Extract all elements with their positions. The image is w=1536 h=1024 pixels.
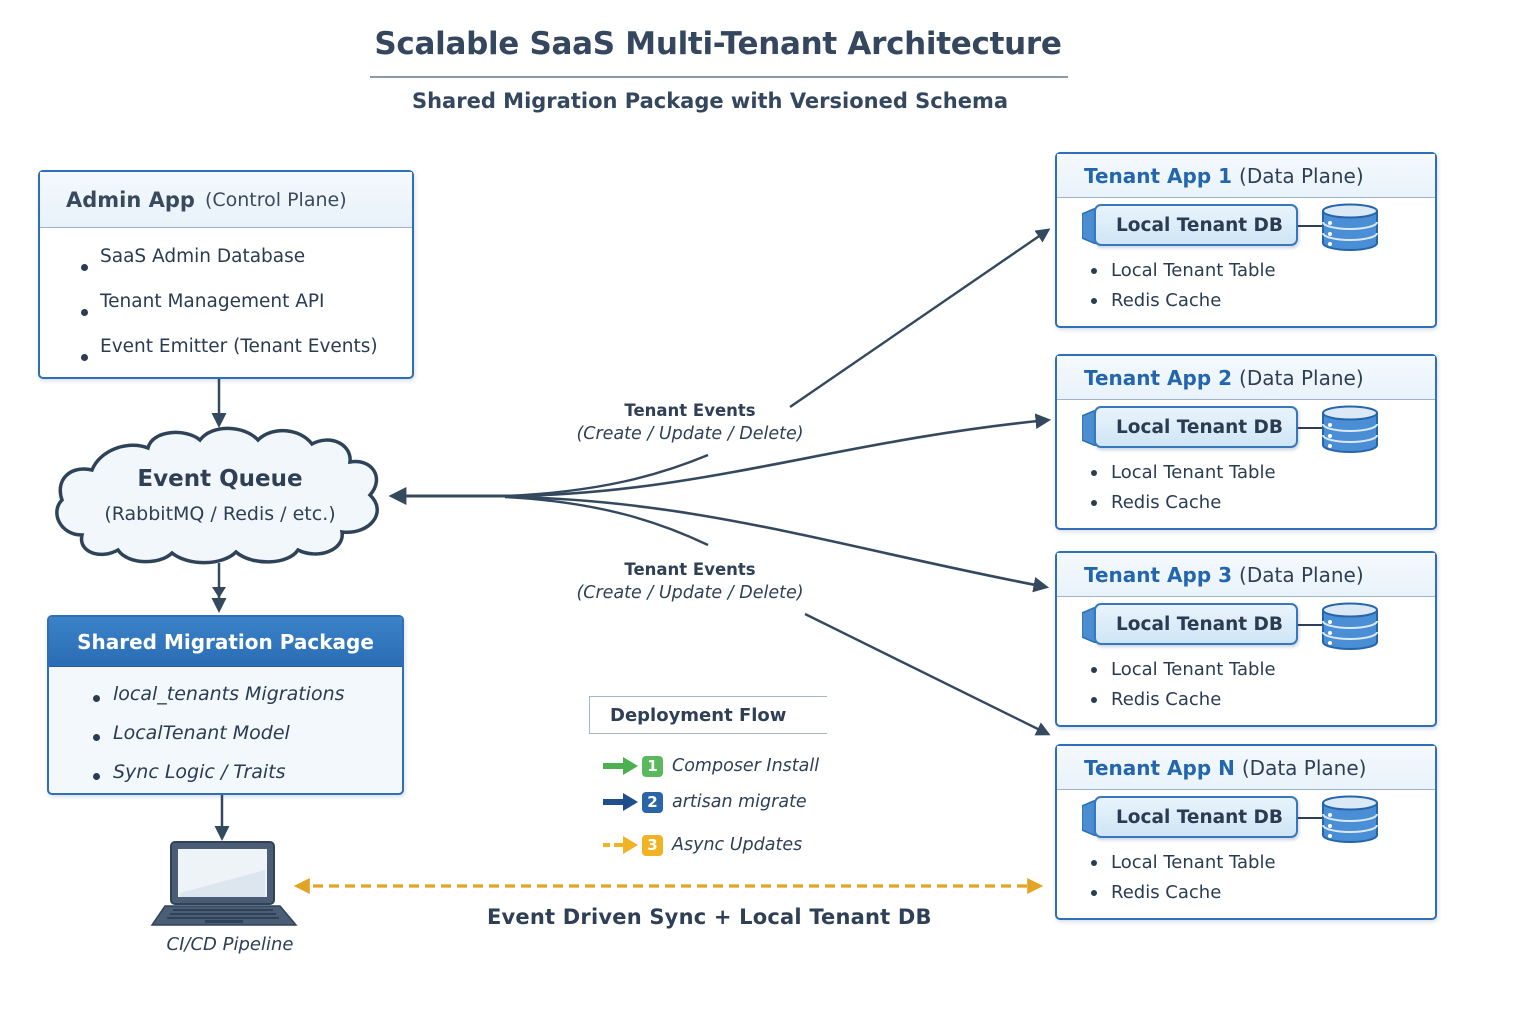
shared-package-list: local_tenants Migrations LocalTenant Mod… [49,667,402,793]
list-item: Redis Cache [1057,878,1435,908]
page-subtitle: Shared Migration Package with Versioned … [411,89,1009,113]
event-label-title: Tenant Events [624,560,756,579]
tenant-events-label-lower: Tenant Events (Create / Update / Delete) [560,560,820,603]
tenant-events-label-upper: Tenant Events (Create / Update / Delete) [560,401,820,444]
event-queue-title: Event Queue [137,466,303,492]
step-badge: 1 [642,755,663,777]
tenant-role: (Data Plane) [1241,755,1367,780]
tenant-role: (Data Plane) [1239,562,1364,587]
tenant-role: (Data Plane) [1239,163,1364,188]
tenant-header: Tenant App N (Data Plane) [1057,746,1435,790]
db-pill-side-icon [1082,208,1096,244]
step-label: artisan migrate [672,792,807,812]
tenant-name: Tenant App 2 [1084,365,1233,390]
tenant-list: Local Tenant Table Redis Cache [1057,458,1435,518]
branch-upper [504,453,709,498]
blue-arrow-icon [603,793,638,811]
list-item: local_tenants Migrations [49,678,402,717]
local-tenant-db-label: Local Tenant DB [1094,603,1298,645]
db-connector [1298,817,1322,819]
green-arrow-icon [603,757,638,775]
page-title: Scalable SaaS Multi-Tenant Architecture [374,26,1062,62]
legend-step-2: 2 artisan migrate [603,789,807,815]
db-connector [1298,427,1322,429]
admin-app-title: Admin App [66,187,195,212]
admin-app-role: (Control Plane) [204,188,347,211]
arrow-to-tenant-n [804,612,1051,736]
list-item: Local Tenant Table [1057,458,1435,488]
dashed-yellow-arrow-icon [603,836,638,854]
tenant-app-1-box: Tenant App 1 (Data Plane) Local Tenant D… [1055,152,1437,328]
db-connector [1298,624,1322,626]
list-item: Tenant Management API [40,289,412,334]
tenant-name: Tenant App N [1084,755,1235,780]
shared-package-title: Shared Migration Package [49,617,402,667]
list-item: Redis Cache [1057,286,1435,316]
deployment-flow-title: Deployment Flow [610,704,787,726]
tenant-app-3-box: Tenant App 3 (Data Plane) Local Tenant D… [1055,551,1437,727]
tenant-list: Local Tenant Table Redis Cache [1057,848,1435,908]
list-item: Event Emitter (Tenant Events) [40,334,412,379]
database-icon [1322,602,1378,650]
step-badge: 2 [642,791,663,813]
tenant-header: Tenant App 2 (Data Plane) [1057,356,1435,400]
step-label: Async Updates [672,835,803,855]
list-item: Local Tenant Table [1057,655,1435,685]
db-row: Local Tenant DB [1057,400,1435,458]
list-item: Redis Cache [1057,488,1435,518]
tenant-app-n-box: Tenant App N (Data Plane) Local Tenant D… [1055,744,1437,920]
tenant-header: Tenant App 1 (Data Plane) [1057,154,1435,198]
admin-app-header: Admin App (Control Plane) [40,172,412,228]
deployment-flow-header: Deployment Flow [589,696,827,734]
event-label-detail: (Create / Update / Delete) [576,583,804,603]
branch-lower [504,495,709,547]
list-item: Local Tenant Table [1057,848,1435,878]
tenant-role: (Data Plane) [1239,365,1364,390]
event-label-detail: (Create / Update / Delete) [576,424,804,444]
tenant-header: Tenant App 3 (Data Plane) [1057,553,1435,597]
cicd-label: CI/CD Pipeline [166,934,294,955]
list-item: LocalTenant Model [49,717,402,756]
sync-label: Event Driven Sync + Local Tenant DB [487,905,932,929]
admin-app-box: Admin App (Control Plane) SaaS Admin Dat… [38,170,414,379]
arrow-to-tenant-1 [789,228,1051,408]
db-row: Local Tenant DB [1057,198,1435,256]
db-pill-side-icon [1082,410,1096,446]
legend-step-3: 3 Async Updates [603,832,802,858]
list-item: Local Tenant Table [1057,256,1435,286]
title-divider [370,76,1068,78]
admin-app-list: SaaS Admin Database Tenant Management AP… [40,228,412,379]
event-queue-cloud [55,426,379,565]
database-icon [1322,203,1378,251]
legend-step-1: 1 Composer Install [603,753,819,779]
event-label-title: Tenant Events [624,401,756,420]
db-pill-side-icon [1082,607,1096,643]
db-row: Local Tenant DB [1057,597,1435,655]
tenant-list: Local Tenant Table Redis Cache [1057,256,1435,316]
tenant-name: Tenant App 1 [1084,163,1233,188]
db-row: Local Tenant DB [1057,790,1435,848]
tenant-list: Local Tenant Table Redis Cache [1057,655,1435,715]
database-icon [1322,795,1378,843]
db-connector [1298,225,1322,227]
database-icon [1322,405,1378,453]
step-badge: 3 [642,834,663,856]
tenant-name: Tenant App 3 [1084,562,1233,587]
list-item: SaaS Admin Database [40,244,412,289]
list-item: Redis Cache [1057,685,1435,715]
event-queue-subtitle: (RabbitMQ / Redis / etc.) [104,503,336,525]
arrow-head-secondary [212,587,226,598]
tenant-app-2-box: Tenant App 2 (Data Plane) Local Tenant D… [1055,354,1437,530]
shared-migration-package-box: Shared Migration Package local_tenants M… [47,615,404,795]
db-pill-side-icon [1082,800,1096,836]
local-tenant-db-label: Local Tenant DB [1094,796,1298,838]
step-label: Composer Install [672,756,820,776]
list-item: Sync Logic / Traits [49,756,402,793]
laptop-icon [150,841,298,926]
local-tenant-db-label: Local Tenant DB [1094,406,1298,448]
local-tenant-db-label: Local Tenant DB [1094,204,1298,246]
